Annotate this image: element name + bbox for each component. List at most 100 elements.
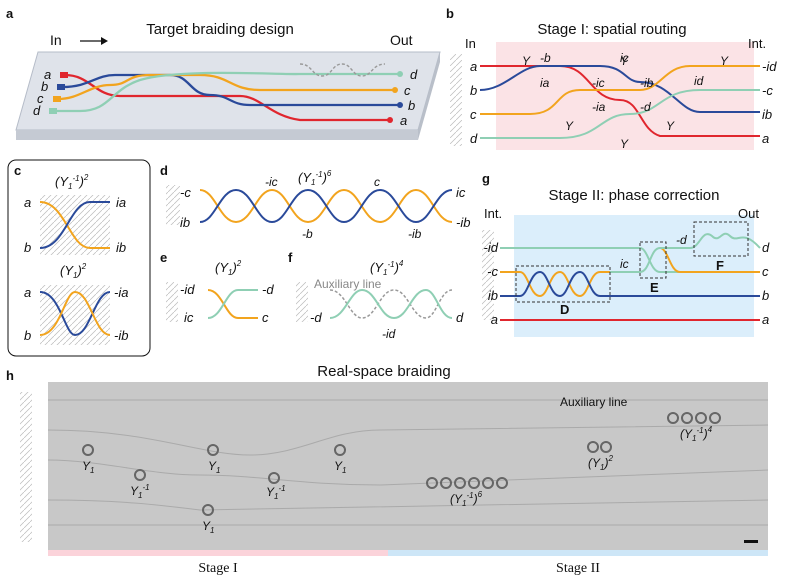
- d-title: (Y1-1)6: [298, 169, 332, 187]
- panel-c: c (Y1-1)2 a b ia ib (Y1)2 a b -ia -ib: [7, 159, 151, 357]
- port-in-c: [53, 96, 61, 102]
- e-orange: [207, 289, 258, 319]
- ring-resonators: [82, 412, 721, 516]
- ring-9: [454, 477, 466, 489]
- box-f-label: F: [716, 258, 724, 273]
- panel-d: d (Y1-1)6 -c ib ic -ib -ic c -b -ib: [160, 163, 470, 241]
- h-label-9: (Y1-1)4: [680, 425, 713, 443]
- in-label-b: b: [41, 79, 48, 94]
- c-top-blue: [39, 201, 110, 249]
- f-right: d: [456, 310, 464, 325]
- c-bot-right-ib: -ib: [114, 328, 128, 343]
- stage1-strip: [48, 550, 388, 556]
- ring-8: [440, 477, 452, 489]
- ring-3: [202, 504, 214, 516]
- b-in-a: a: [470, 59, 477, 74]
- b-out-2: -c: [762, 83, 773, 98]
- g-right-2: c: [762, 264, 769, 279]
- ring-10: [468, 477, 480, 489]
- chip-slab-side: [418, 52, 440, 140]
- panel-b-title: Stage I: spatial routing: [537, 21, 686, 38]
- out-label-d: d: [410, 67, 418, 82]
- g-right-4: a: [762, 312, 769, 327]
- g-polarization-icon: [482, 230, 494, 320]
- c-bot-left-a: a: [24, 285, 31, 300]
- ring-11: [482, 477, 494, 489]
- c-bot-right-ia: -ia: [114, 285, 128, 300]
- ring-5: [268, 472, 280, 484]
- scale-bar: [744, 540, 758, 543]
- b-op-6: Y: [620, 137, 629, 151]
- waveguide-c: [57, 73, 395, 101]
- d-blue: [199, 188, 453, 224]
- b-in-b: b: [470, 83, 477, 98]
- port-out-a: [387, 117, 393, 123]
- out-label-a: a: [400, 113, 407, 128]
- panel-d-letter: d: [160, 163, 168, 178]
- b-label-8: -d: [640, 100, 651, 114]
- g-orange-d: [500, 270, 610, 298]
- panel-a-title: Target braiding design: [146, 21, 294, 38]
- port-in-a: [60, 72, 68, 78]
- b-op-5: Y: [666, 119, 675, 133]
- panel-e-letter: e: [160, 250, 167, 265]
- g-right-3: b: [762, 288, 769, 303]
- d-right-1: ic: [456, 185, 466, 200]
- stage2-label: Stage II: [556, 561, 600, 576]
- c-top-right-ia: ia: [116, 195, 126, 210]
- ring-12: [496, 477, 508, 489]
- h-aux-label: Auxiliary line: [560, 395, 628, 409]
- ring-13: [587, 441, 599, 453]
- f-polarization-icon: [296, 282, 308, 322]
- h-label-5: Y1-1: [266, 484, 286, 501]
- route-a: [480, 65, 760, 137]
- arrow-head-icon: [101, 37, 108, 45]
- route-c: [480, 65, 760, 115]
- f-aux-line: [329, 289, 453, 319]
- b-label-7: -ia: [592, 100, 606, 114]
- b-label-4: -ic: [592, 76, 605, 90]
- b-op-2: Y: [620, 54, 629, 68]
- h-label-4: Y1: [208, 459, 220, 475]
- h-guide-4: [47, 499, 769, 511]
- f-mid: -id: [382, 327, 396, 341]
- ring-7: [426, 477, 438, 489]
- panel-b-in: In: [465, 36, 476, 51]
- ring-14: [600, 441, 612, 453]
- panel-a-out-label: Out: [390, 32, 413, 48]
- panel-b-int: Int.: [748, 36, 766, 51]
- g-green-f: [610, 232, 761, 273]
- h-label-1: Y1: [82, 459, 94, 475]
- in-label-c: c: [37, 91, 44, 106]
- out-label-c: c: [404, 83, 411, 98]
- h-guide-3: [47, 459, 769, 486]
- panel-g: g Stage II: phase correction Int. Out D …: [482, 171, 770, 337]
- g-mid-1: ic: [620, 257, 629, 271]
- out-label-b: b: [408, 98, 415, 113]
- port-in-d: [49, 108, 57, 114]
- h-label-6: Y1: [334, 459, 346, 475]
- f-title: (Y1-1)4: [370, 259, 404, 277]
- port-out-d: [397, 71, 403, 77]
- h-polarization-icon: [20, 392, 32, 542]
- box-f: [693, 221, 749, 257]
- b-op-3: Y: [720, 54, 729, 68]
- b-label-6: id: [694, 74, 704, 88]
- h-label-2: Y1-1: [130, 483, 150, 500]
- c-bot-blue: [39, 291, 111, 337]
- g-out: Out: [738, 206, 759, 221]
- g-left-1: -id: [484, 240, 499, 255]
- ring-18: [709, 412, 721, 424]
- route-b: [479, 65, 760, 113]
- waveguide-b: [61, 73, 400, 107]
- g-blue: [500, 270, 760, 298]
- h-label-8: (Y1)2: [588, 454, 613, 472]
- b-in-d: d: [470, 131, 478, 146]
- panel-f: f (Y1-1)4 Auxiliary line -d d -id: [288, 250, 464, 341]
- panel-h-title: Real-space braiding: [317, 363, 450, 380]
- in-label-a: a: [44, 67, 51, 82]
- g-left-2: -c: [487, 264, 498, 279]
- e-left-1: -id: [180, 282, 195, 297]
- polarization-icon: [450, 54, 462, 146]
- panel-g-title: Stage II: phase correction: [549, 187, 720, 204]
